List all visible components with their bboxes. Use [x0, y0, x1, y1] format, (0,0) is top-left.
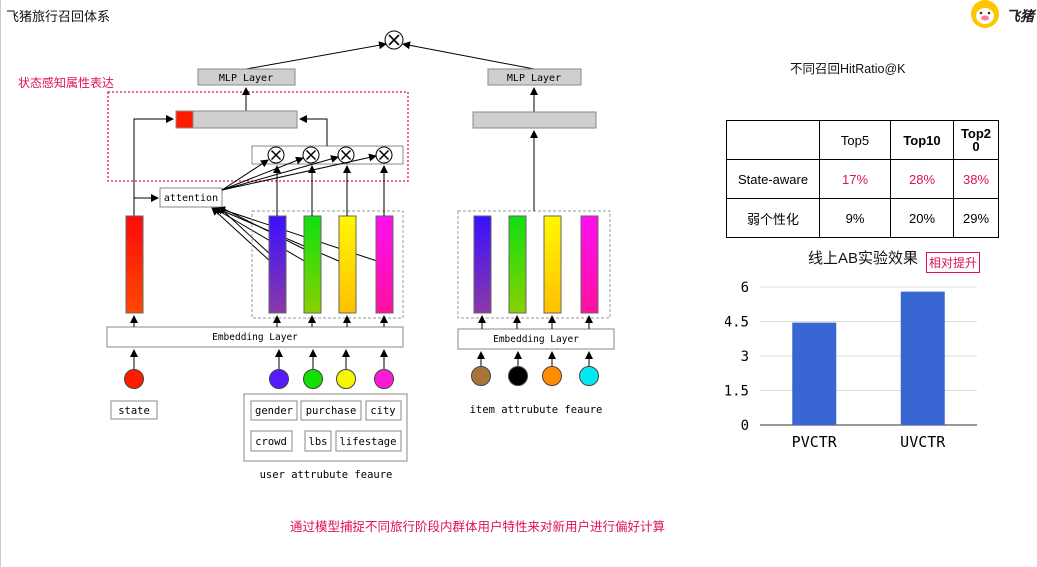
user-embedding-gender — [268, 215, 287, 314]
state-aware-label: 状态感知属性表达 — [18, 76, 115, 90]
user-embedding-city — [338, 215, 357, 314]
feature-box — [250, 430, 293, 452]
feature-lbs: lbs — [309, 436, 328, 448]
state-label-box — [110, 400, 158, 420]
hit-ratio-table: Top5 Top10 Top2 0 State-aware 17% 28% 38… — [726, 120, 999, 238]
bottom-caption: 通过模型捕捉不同旅行阶段内群体用户特性来对新用户进行偏好计算 — [290, 519, 666, 534]
item-embedding — [580, 215, 599, 314]
y-tick-label: 3 — [741, 349, 749, 365]
page-title: 飞猪旅行召回体系 — [6, 10, 111, 25]
table-header-cell: Top5 — [819, 120, 891, 160]
embedding-left-label: Embedding Layer — [212, 332, 298, 343]
logo-text: 飞猪 — [1006, 9, 1034, 25]
feature-box — [335, 430, 402, 452]
feature-box — [365, 400, 402, 421]
item-caption: item attrubute feaure — [470, 404, 603, 416]
table-cell: 29% — [953, 198, 999, 238]
top-multiply-icon — [384, 30, 404, 50]
item-input-node — [542, 366, 562, 386]
bar-pvctr — [792, 322, 837, 425]
table-cell: State-aware — [726, 159, 820, 199]
mlp-left-label: MLP Layer — [219, 73, 273, 84]
model-diagram: MLP Layer MLP Layer attention — [106, 30, 615, 481]
chart-title: 线上AB实验效果 — [808, 250, 919, 267]
item-embedding — [473, 215, 492, 314]
table-cell: 38% — [953, 159, 999, 199]
x-category-label: UVCTR — [900, 433, 946, 451]
table-header-cell: Top10 — [890, 120, 954, 160]
item-input-node — [508, 366, 528, 386]
feature-city: city — [370, 405, 395, 417]
table-cell: 17% — [819, 159, 891, 199]
embedding-right-label: Embedding Layer — [493, 334, 579, 345]
attention-label: attention — [164, 193, 218, 204]
y-tick-label: 4.5 — [725, 315, 749, 331]
user-embedding-purchase — [303, 215, 322, 314]
user-input-node — [303, 369, 323, 389]
y-tick-label: 1.5 — [725, 384, 749, 400]
x-category-label: PVCTR — [792, 433, 838, 451]
user-caption: user attrubute feaure — [260, 469, 393, 481]
multiply-icon — [267, 146, 285, 164]
state-label: state — [118, 405, 150, 417]
item-input-node — [579, 366, 599, 386]
mlp-right-label: MLP Layer — [507, 73, 561, 84]
attention-box — [159, 187, 223, 208]
user-input-node — [336, 369, 356, 389]
multiply-icon — [375, 146, 393, 164]
hit-table-title: 不同召回HitRatio@K — [790, 62, 906, 76]
feature-box — [300, 400, 362, 421]
bar-uvctr — [900, 291, 945, 425]
item-embedding — [508, 215, 527, 314]
item-embedding — [543, 215, 562, 314]
feature-gender: gender — [255, 405, 293, 417]
feature-crowd: crowd — [255, 436, 287, 448]
feature-box — [250, 400, 298, 421]
table-cell: 弱个性化 — [726, 198, 820, 238]
user-embedding-group — [251, 210, 404, 319]
state-segment — [175, 110, 194, 129]
user-input-node — [269, 369, 289, 389]
table-header-row: Top5 Top10 Top2 0 — [726, 120, 999, 160]
table-cell: 20% — [890, 198, 954, 238]
fliggy-logo — [965, 0, 1037, 30]
item-input-node — [471, 366, 491, 386]
table-row: 弱个性化 9% 20% 29% — [726, 198, 999, 238]
table-row: State-aware 17% 28% 38% — [726, 159, 999, 199]
feature-box — [304, 430, 332, 452]
table-cell: 9% — [819, 198, 891, 238]
table-cell: 28% — [890, 159, 954, 199]
feature-lifestage: lifestage — [340, 436, 397, 448]
pig-logo-icon — [971, 0, 999, 28]
table-header-cell — [726, 120, 820, 160]
y-tick-label: 6 — [741, 280, 749, 296]
feature-purchase: purchase — [306, 405, 357, 417]
concat-vector-left — [175, 110, 298, 129]
y-tick-label: 0 — [741, 418, 749, 434]
user-input-node — [374, 369, 394, 389]
concat-vector-right — [472, 111, 597, 129]
mlp-layer-left — [197, 68, 296, 86]
mlp-layer-right — [487, 68, 582, 86]
state-aware-box — [107, 91, 409, 182]
relative-lift-badge: 相对提升 — [926, 252, 981, 273]
state-embedding — [125, 215, 144, 314]
embedding-layer-right — [457, 328, 615, 350]
table-header-cell: Top2 0 — [953, 120, 999, 160]
left-border-line — [0, 0, 1, 567]
user-embedding-other — [375, 215, 394, 314]
embedding-layer-left — [106, 326, 404, 348]
multiply-icon — [337, 146, 355, 164]
multiply-icon — [302, 146, 320, 164]
state-input-node — [124, 369, 144, 389]
